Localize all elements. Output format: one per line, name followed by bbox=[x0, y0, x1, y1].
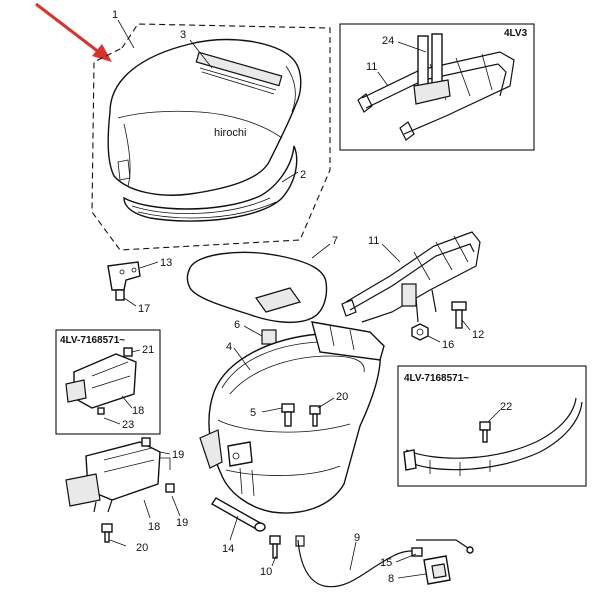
callout-11: 11 bbox=[368, 235, 379, 247]
rod-14 bbox=[210, 497, 266, 532]
storage-box bbox=[199, 321, 385, 514]
seat-assembly-outline bbox=[91, 23, 331, 251]
callout-15: 15 bbox=[380, 557, 392, 569]
latch-lower bbox=[65, 437, 175, 513]
screw-22 bbox=[479, 421, 491, 443]
cable-9 bbox=[295, 535, 474, 588]
callout-14: 14 bbox=[222, 543, 234, 555]
bolt-12 bbox=[451, 301, 467, 329]
callout-19-lower: 19 bbox=[176, 517, 188, 529]
callout-10: 10 bbox=[260, 566, 272, 578]
callout-1: 1 bbox=[112, 9, 118, 21]
callout-9: 9 bbox=[354, 532, 360, 544]
callout-7: 7 bbox=[332, 235, 338, 247]
callout-23: 23 bbox=[122, 419, 134, 431]
callout-17: 17 bbox=[138, 303, 150, 315]
callout-18-lower: 18 bbox=[148, 521, 160, 533]
callout-20-lower: 20 bbox=[136, 542, 148, 554]
inset-label-4lv3: 4LV3 bbox=[504, 28, 528, 39]
callout-8: 8 bbox=[388, 573, 394, 585]
callout-13: 13 bbox=[160, 257, 172, 269]
box-rim-inset bbox=[403, 397, 583, 476]
seat-bottom bbox=[123, 145, 298, 222]
callout-22: 22 bbox=[500, 401, 512, 413]
pointer-arrow bbox=[35, 2, 112, 62]
seat bbox=[107, 38, 302, 196]
callout-21: 21 bbox=[142, 344, 154, 356]
screw-20-center bbox=[309, 405, 321, 427]
callout-numbers: 1 2 3 24 11 7 11 13 17 6 4 12 16 21 18 2… bbox=[112, 9, 512, 585]
bolt-17 bbox=[115, 289, 125, 301]
callout-3: 3 bbox=[180, 29, 186, 41]
watermark-text: hirochi bbox=[214, 127, 246, 139]
callout-11-inset: 11 bbox=[366, 61, 377, 73]
callout-12: 12 bbox=[472, 329, 484, 341]
callout-6: 6 bbox=[234, 319, 240, 331]
callout-4: 4 bbox=[226, 341, 232, 353]
callout-24: 24 bbox=[382, 35, 394, 47]
carrier-main bbox=[341, 231, 481, 323]
callout-19-upper: 19 bbox=[172, 449, 184, 461]
lock-8 bbox=[411, 547, 451, 585]
leader-lines bbox=[103, 19, 501, 579]
screw-20-lower bbox=[101, 523, 113, 543]
callout-2: 2 bbox=[300, 169, 306, 181]
bolt-5 bbox=[281, 403, 295, 427]
callout-16: 16 bbox=[442, 339, 454, 351]
callout-20-center: 20 bbox=[336, 391, 348, 403]
callout-5: 5 bbox=[250, 407, 256, 419]
hinge-13 bbox=[107, 261, 141, 291]
seat-cushion bbox=[186, 251, 328, 323]
carrier-4lv3 bbox=[357, 33, 515, 141]
latch-upper-inset bbox=[65, 347, 137, 415]
nut-16 bbox=[411, 323, 429, 341]
inset-label-right: 4LV-7168571~ bbox=[404, 373, 469, 384]
bolt-10 bbox=[269, 535, 281, 559]
callout-18-inset: 18 bbox=[132, 405, 144, 417]
inset-label-left: 4LV-7168571~ bbox=[60, 335, 125, 346]
